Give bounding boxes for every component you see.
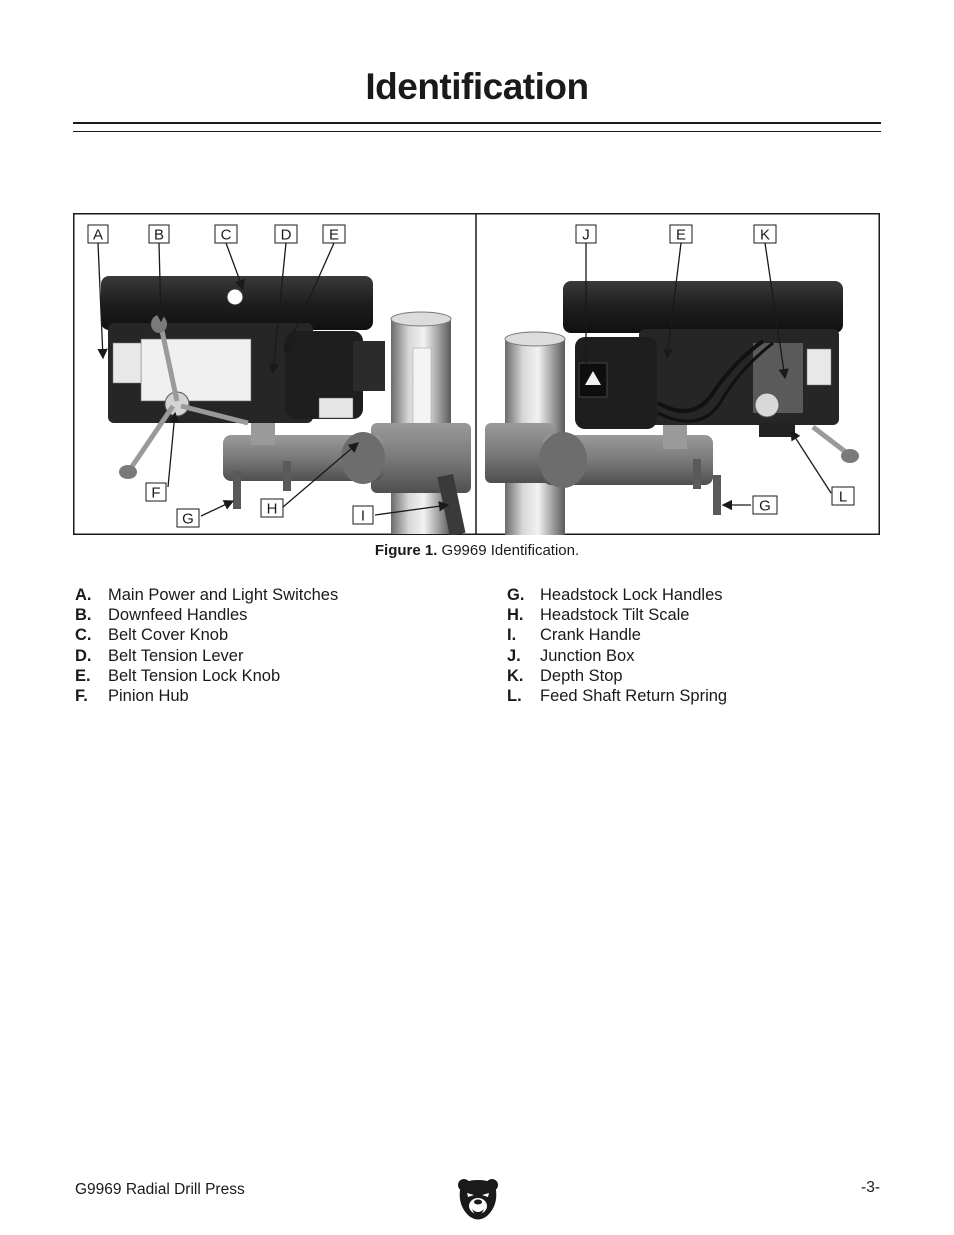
footer-page-number: -3-	[861, 1179, 880, 1196]
svg-text:I: I	[361, 508, 365, 525]
legend-text: Headstock Tilt Scale	[540, 606, 690, 625]
legend-letter: G.	[507, 586, 525, 604]
svg-text:F: F	[151, 485, 160, 502]
callout-a: A	[87, 224, 109, 244]
svg-text:J: J	[582, 227, 590, 244]
legend-item: D. Belt Tension Lever	[75, 646, 338, 666]
legend-letter: K.	[507, 666, 524, 685]
callout-d: D	[274, 224, 298, 244]
legend-text: Downfeed Handles	[108, 606, 248, 625]
legend-item: A. Main Power and Light Switches	[75, 585, 338, 605]
legend-text: Pinion Hub	[108, 687, 189, 706]
callout-g-right: G	[752, 495, 778, 515]
legend-item: E. Belt Tension Lock Knob	[75, 666, 338, 686]
svg-text:A: A	[93, 227, 103, 244]
legend-item: G. Headstock Lock Handles	[507, 585, 727, 605]
legend-letter: A.	[75, 586, 92, 604]
svg-text:D: D	[281, 227, 292, 244]
legend-letter: D.	[75, 646, 92, 665]
legend-text: Main Power and Light Switches	[108, 586, 339, 604]
callout-c: C	[214, 224, 238, 244]
legend-item: I. Crank Handle	[507, 625, 727, 645]
svg-text:B: B	[154, 227, 164, 244]
drill-press-right-view	[485, 281, 859, 535]
legend-item: K. Depth Stop	[507, 666, 727, 686]
legend-text: Headstock Lock Handles	[540, 586, 723, 604]
callout-h: H	[260, 498, 284, 518]
page-title: Identification	[365, 66, 589, 107]
legend-item: J. Junction Box	[507, 646, 727, 666]
legend-letter: E.	[75, 666, 91, 685]
callout-b: B	[148, 224, 170, 244]
legend-item: F. Pinion Hub	[75, 686, 338, 706]
title-rule-top	[73, 122, 881, 124]
legend-left-column: A. Main Power and Light Switches B. Downfe…	[75, 585, 338, 706]
callout-l: L	[831, 486, 855, 506]
legend-text: Feed Shaft Return Spring	[540, 687, 728, 706]
legend-text: Crank Handle	[540, 626, 641, 645]
callout-k: K	[753, 224, 777, 244]
callout-j: J	[575, 224, 597, 244]
figure-caption-label: Figure 1.	[374, 542, 438, 559]
svg-text:E: E	[329, 227, 339, 244]
drill-press-left-view	[101, 276, 471, 535]
legend-text: Belt Tension Lever	[108, 646, 244, 665]
svg-text:L: L	[839, 489, 847, 506]
legend-letter: F.	[75, 687, 88, 706]
svg-text:G: G	[182, 511, 194, 528]
legend-text: Junction Box	[540, 646, 635, 665]
figure-caption: Figure 1. G9969 Identification.	[0, 542, 954, 559]
svg-text:G: G	[759, 498, 771, 515]
figure-1: A B C D E F G H I J E K	[73, 213, 880, 535]
callout-g-left: G	[176, 508, 200, 528]
legend-letter: I.	[507, 626, 517, 645]
legend-text: Belt Cover Knob	[108, 626, 229, 645]
title-rule-bottom	[73, 131, 881, 132]
legend-text: Belt Tension Lock Knob	[108, 666, 281, 685]
svg-text:E: E	[676, 227, 686, 244]
legend-letter: H.	[507, 606, 524, 625]
callout-e-left: E	[322, 224, 346, 244]
legend-letter: L.	[507, 687, 522, 706]
svg-text:K: K	[760, 227, 770, 244]
legend-item: C. Belt Cover Knob	[75, 625, 338, 645]
callout-i: I	[352, 505, 374, 525]
legend-item: B. Downfeed Handles	[75, 605, 338, 625]
callout-e-right: E	[669, 224, 693, 244]
callout-f: F	[145, 482, 167, 502]
legend-letter: C.	[75, 626, 92, 645]
footer-model-name: G9969 Radial Drill Press	[75, 1181, 245, 1198]
legend-right-column: G. Headstock Lock Handles H. Headstock Til…	[507, 585, 727, 706]
legend-item: L. Feed Shaft Return Spring	[507, 686, 727, 706]
legend-item: H. Headstock Tilt Scale	[507, 605, 727, 625]
figure-caption-text: G9969 Identification.	[437, 542, 580, 559]
svg-text:C: C	[221, 227, 232, 244]
legend-text: Depth Stop	[540, 666, 623, 685]
svg-text:H: H	[267, 501, 278, 518]
bear-head-icon	[457, 1176, 499, 1229]
legend-letter: B.	[75, 606, 92, 625]
legend-letter: J.	[507, 646, 521, 665]
